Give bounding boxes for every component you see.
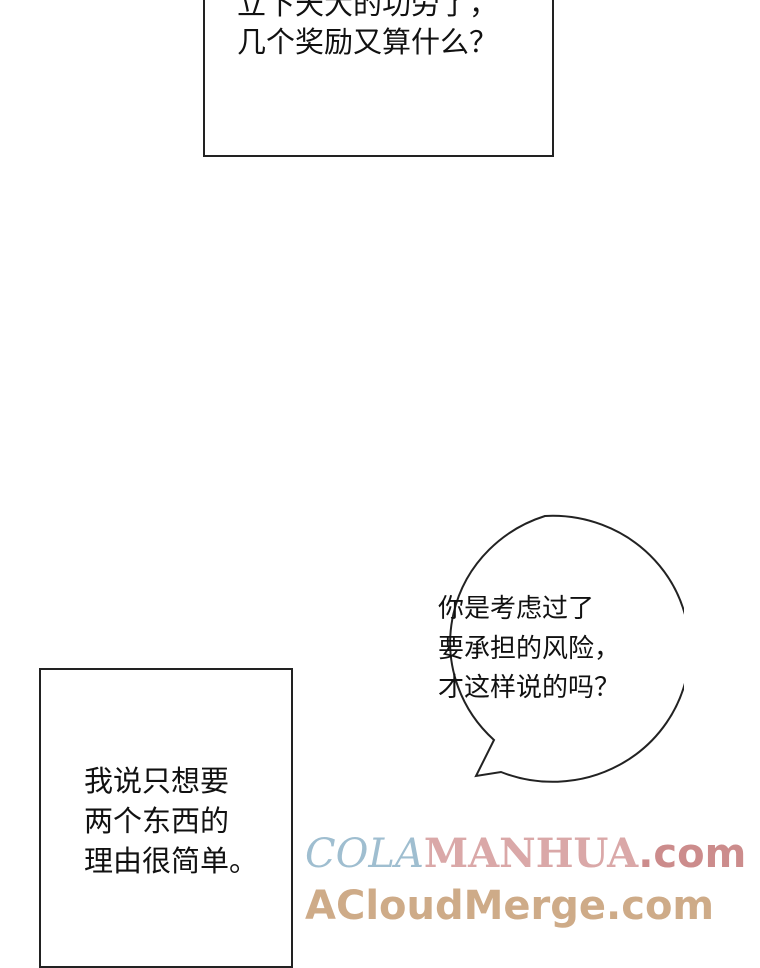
watermark-part: MANHUA [423,830,639,877]
bottom-caption-box: 我说只想要 两个东西的 理由很简单。 [39,668,293,968]
watermark-colamanhua: COLAMANHUA.com [305,830,746,878]
caption-line: 我说只想要 [84,764,230,798]
speech-bubble-outline [449,514,684,783]
bubble-line: 要承担的风险， [438,634,621,664]
caption-line: 几个奖励又算什么？ [237,25,499,59]
caption-line: 立下天大的功劳了， [237,0,499,21]
caption-line: 两个东西的 [84,804,230,838]
watermark-part: .com [638,831,747,877]
bubble-line: 才这样说的吗？ [438,673,621,703]
bubble-line: 你是考虑过了 [438,594,595,624]
watermark-acloudmerge: ACloudMerge.com [305,883,715,929]
watermark-part: COLA [305,831,424,877]
caption-line: 理由很简单。 [84,844,259,878]
speech-bubble: 你是考虑过了 要承担的风险， 才这样说的吗？ [406,514,684,784]
top-caption-box: 立下天大的功劳了， 几个奖励又算什么？ [203,0,554,157]
